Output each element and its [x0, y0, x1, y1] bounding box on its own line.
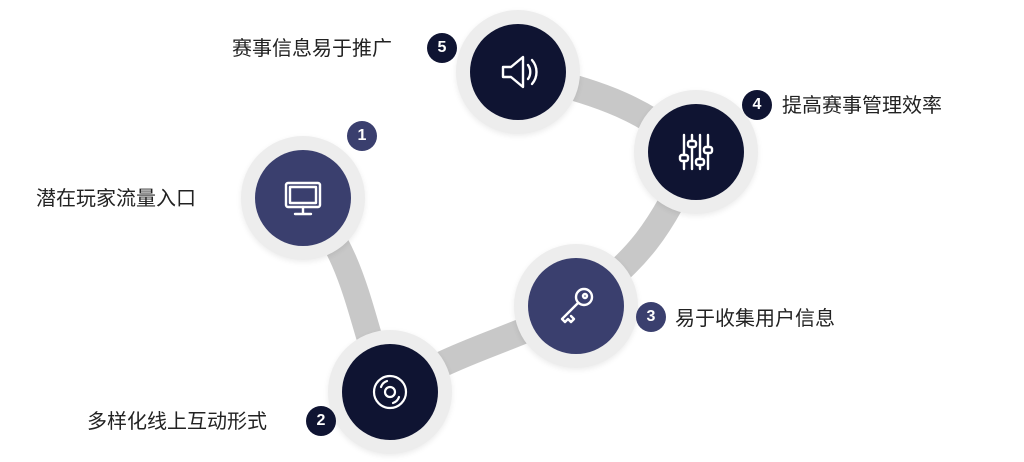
step-4-number: 4 — [752, 96, 762, 113]
step-4-label: 提高赛事管理效率 — [782, 93, 942, 117]
step-5-badge: 5 — [427, 33, 457, 63]
step-3-number: 3 — [646, 308, 656, 325]
step-1-badge: 1 — [347, 121, 377, 151]
step-3-node — [514, 244, 638, 368]
step-1-node — [241, 136, 365, 260]
step-5-label: 赛事信息易于推广 — [232, 36, 392, 60]
monitor-icon — [284, 181, 322, 216]
speaker-icon — [501, 55, 538, 89]
step-2-node — [328, 330, 452, 454]
step-1-label: 潜在玩家流量入口 — [36, 186, 196, 210]
step-2-badge: 2 — [306, 406, 336, 436]
step-5-node — [456, 10, 580, 134]
step-2-number: 2 — [316, 412, 326, 429]
step-3-label: 易于收集用户信息 — [675, 306, 835, 330]
step-4-badge: 4 — [742, 90, 772, 120]
step-2-label: 多样化线上互动形式 — [87, 409, 267, 433]
disc-icon — [372, 374, 408, 410]
step-5-number: 5 — [437, 39, 447, 56]
sliders-icon — [678, 133, 714, 171]
step-3-badge: 3 — [636, 302, 666, 332]
step-1-number: 1 — [357, 127, 367, 144]
key-icon — [560, 287, 594, 324]
step-4-node — [634, 90, 758, 214]
